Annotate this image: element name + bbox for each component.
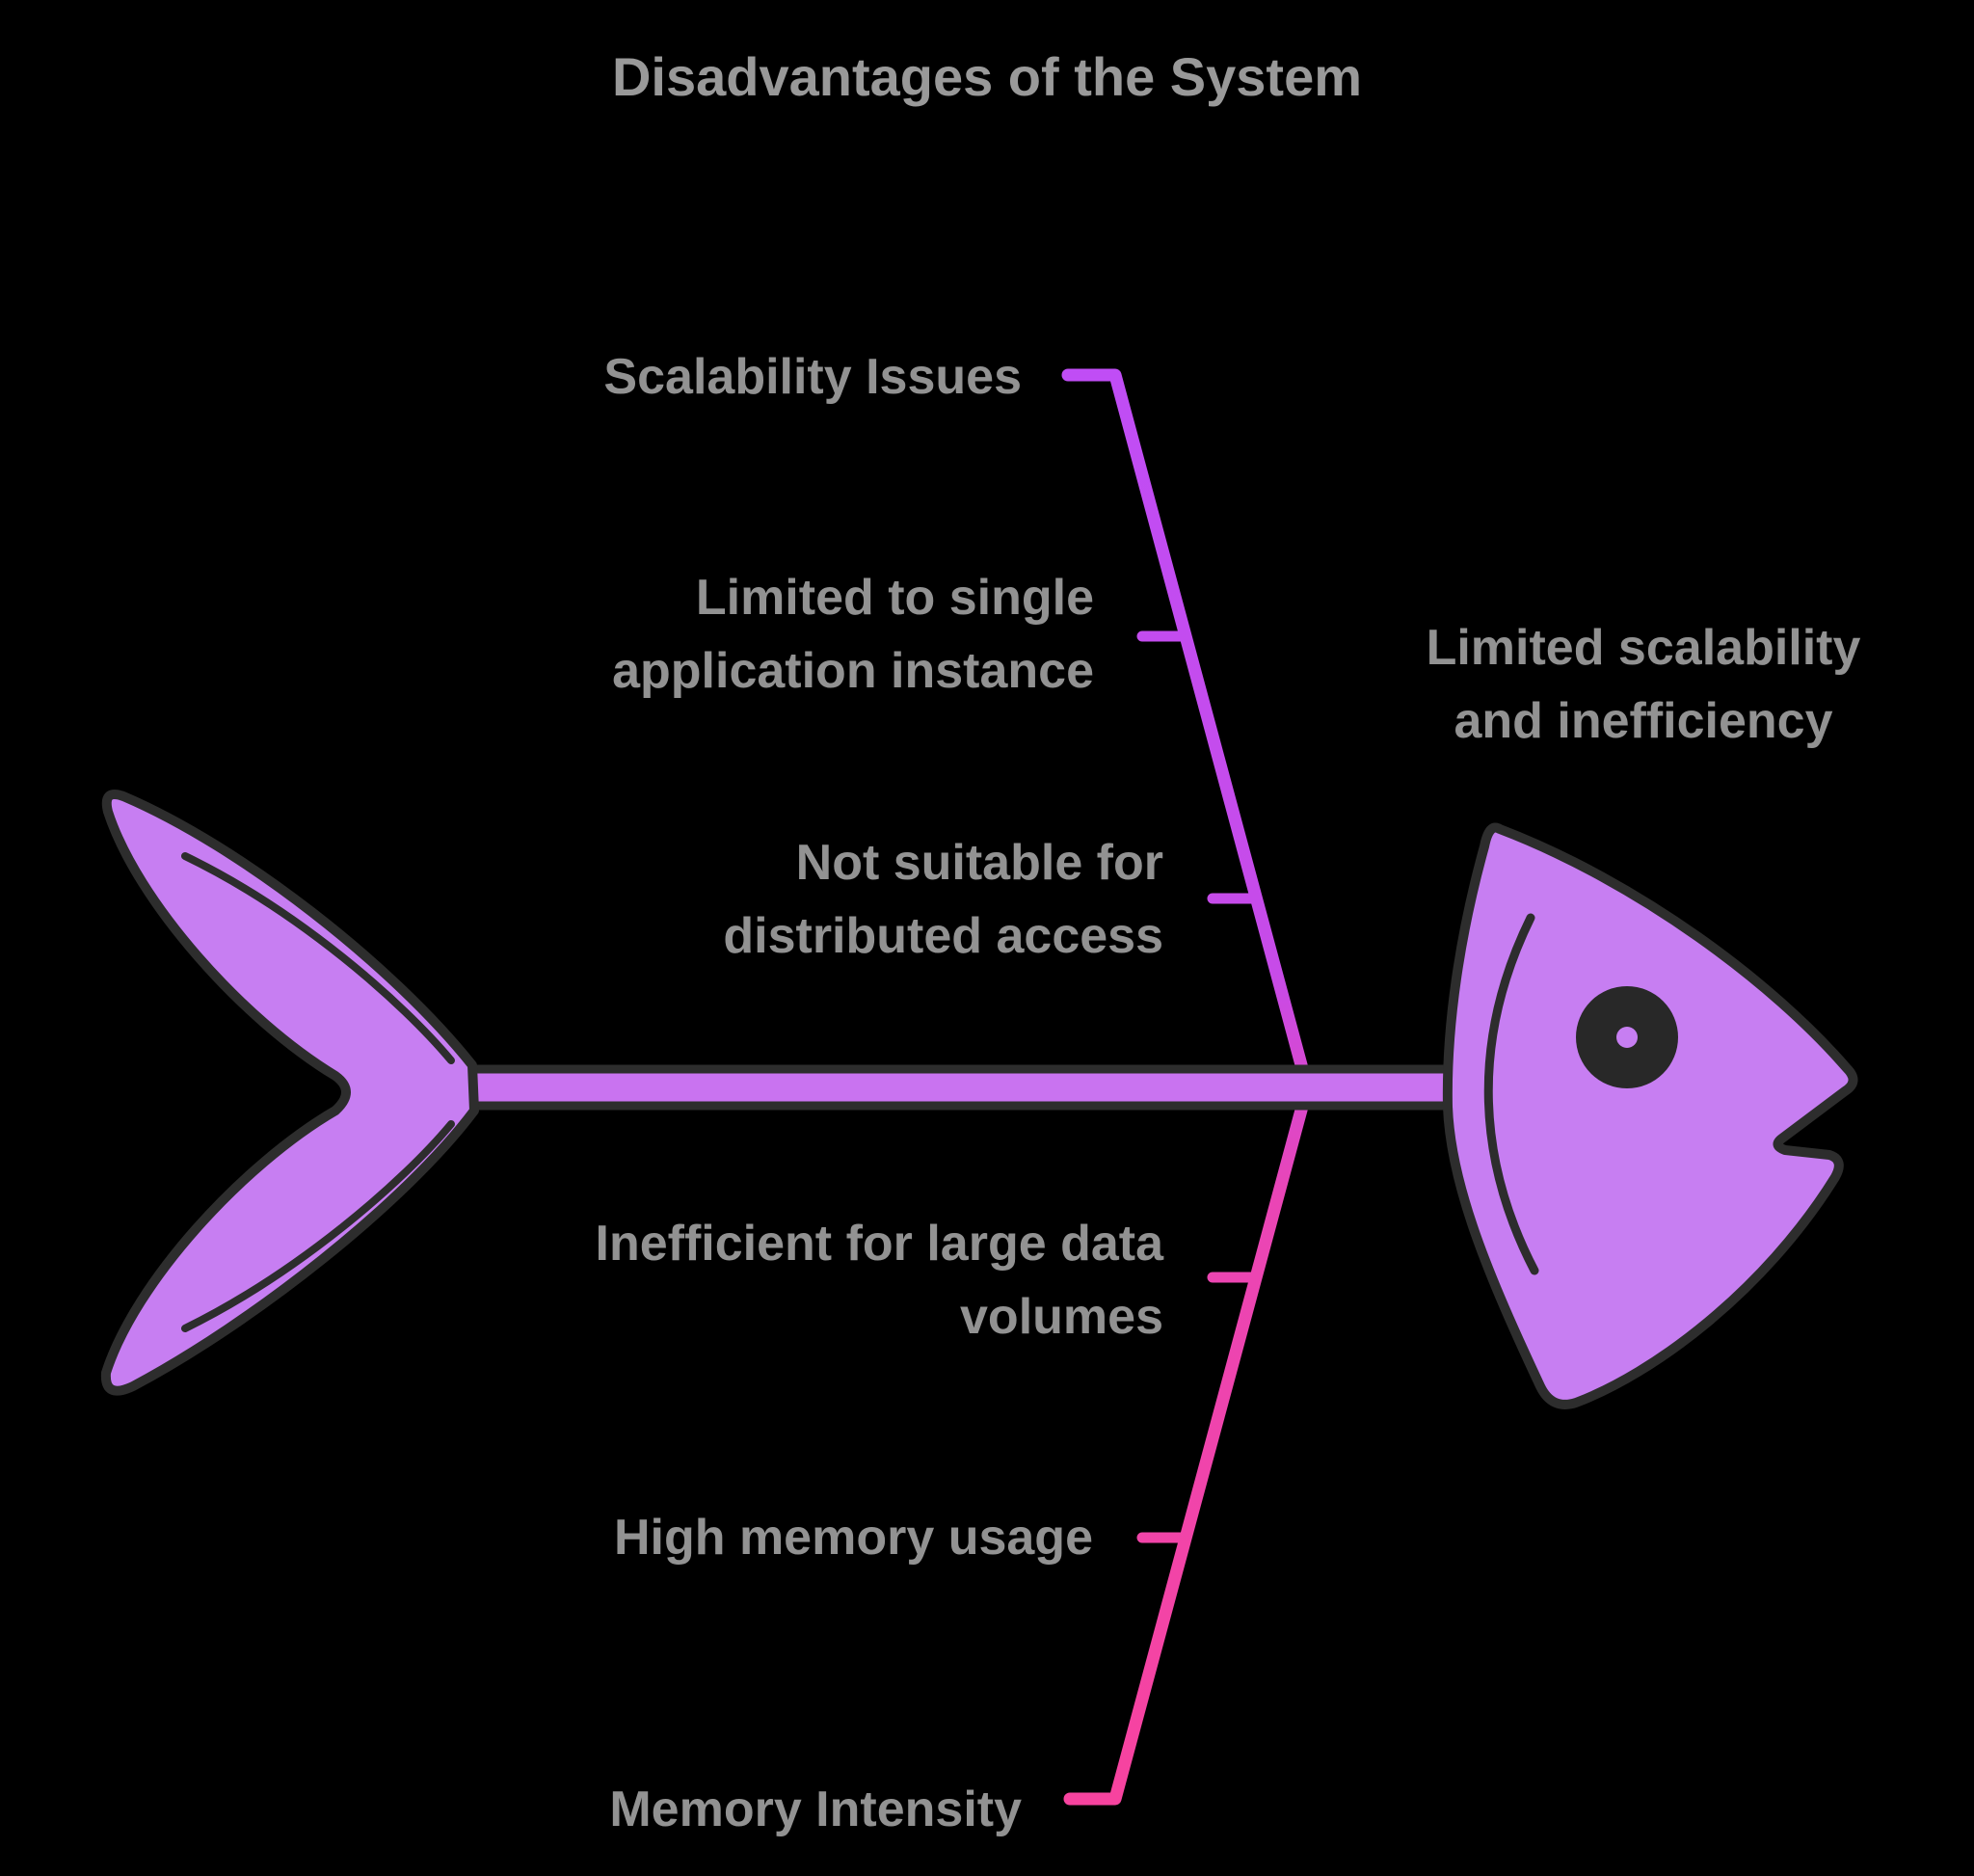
tail-lower-detail-line	[181, 1120, 455, 1332]
fish-tail-shape	[100, 790, 479, 1396]
cause-label-scalability-issues: Scalability Issues	[603, 349, 1022, 405]
upper-branch-line	[1061, 368, 1310, 1079]
cause-label-memory-intensity: Memory Intensity	[609, 1782, 1022, 1837]
tail-upper-detail-line	[181, 852, 455, 1064]
cause-label-inefficient: Inefficient for large data volumes	[595, 1216, 1163, 1345]
fish-head	[1442, 822, 1858, 1409]
gill-line	[1483, 913, 1539, 1275]
cause-label-high-memory: High memory usage	[613, 1510, 1093, 1566]
cause-label-not-suitable: Not suitable for distributed access	[723, 835, 1163, 964]
fish-head-shape	[1442, 822, 1858, 1409]
effect-label: Limited scalability and inefficiency	[1426, 620, 1861, 749]
fish-spine	[448, 1064, 1518, 1111]
diagram-title: Disadvantages of the System	[611, 46, 1363, 107]
cause-label-limited-single: Limited to single application instance	[612, 570, 1094, 699]
fish-tail	[100, 790, 479, 1396]
lower-branch-line	[1063, 1096, 1310, 1806]
fish-eye-pupil	[1616, 1027, 1638, 1048]
